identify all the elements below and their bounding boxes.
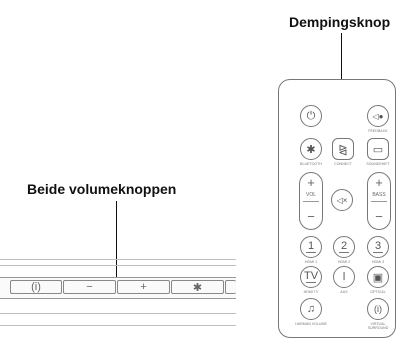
speaker-feedback-icon: ◁● bbox=[372, 111, 384, 121]
connect-caption: CONNECT bbox=[334, 162, 352, 166]
bluetooth-button[interactable]: ✱ bbox=[300, 138, 322, 160]
soundbar-volume-down-button[interactable]: − bbox=[63, 280, 116, 294]
harman-volume-button[interactable]: ♫ bbox=[300, 298, 322, 320]
soundshift-caption: SOUNDSHIFT bbox=[366, 162, 390, 166]
aux-icon: ǀ bbox=[342, 271, 346, 283]
feedback-caption: FEEDBACK bbox=[368, 129, 388, 133]
hdmi3-number: 3 bbox=[374, 240, 382, 252]
soundbar-surround-button[interactable]: (i) bbox=[10, 280, 62, 294]
soundbar-top-edge bbox=[0, 259, 236, 260]
power-icon: ⏻ bbox=[306, 109, 316, 122]
mute-button-callout-label: Dempingsknop bbox=[289, 14, 391, 30]
bass-label: BASS bbox=[372, 192, 386, 198]
soundbar-next-button[interactable] bbox=[225, 280, 236, 294]
mute-speaker-icon: ◁× bbox=[336, 195, 348, 205]
connect-icon: ⧎ bbox=[338, 143, 348, 156]
bass-rocker[interactable]: + BASS − bbox=[367, 172, 391, 230]
hdmi2-number: 2 bbox=[340, 240, 348, 252]
tv-caption: HDMI TV bbox=[303, 290, 319, 294]
optical-button[interactable]: ▣ bbox=[367, 266, 389, 288]
plus-icon: + bbox=[140, 281, 147, 293]
soundbar-volume-up-button[interactable]: + bbox=[117, 280, 170, 294]
bluetooth-caption: BLUETOOTH bbox=[300, 162, 322, 166]
bass-down-icon: − bbox=[375, 209, 383, 224]
hdmi3-caption: HDMI 3 bbox=[371, 260, 385, 264]
bass-up-icon: + bbox=[375, 175, 383, 190]
volume-callout-leader-line bbox=[116, 201, 118, 280]
aux-button[interactable]: ǀ bbox=[333, 266, 355, 288]
surround-icon: (i) bbox=[374, 304, 382, 314]
hdmi3-button[interactable]: 3 bbox=[367, 236, 389, 258]
mute-button[interactable]: ◁× bbox=[331, 189, 353, 211]
tv-label: TV bbox=[303, 270, 319, 282]
volume-rocker[interactable]: + VOL − bbox=[299, 172, 323, 230]
minus-icon: − bbox=[86, 281, 93, 293]
hdmi2-button[interactable]: 2 bbox=[333, 236, 355, 258]
soundshift-button[interactable]: ▭ bbox=[367, 138, 389, 160]
soundshift-icon: ▭ bbox=[372, 143, 384, 156]
optical-icon: ▣ bbox=[372, 271, 384, 284]
feedback-button[interactable]: ◁● bbox=[367, 105, 389, 127]
bluetooth-icon: ✱ bbox=[192, 281, 203, 294]
optical-caption: OPTICAL bbox=[370, 290, 386, 294]
bluetooth-icon: ✱ bbox=[306, 143, 316, 156]
virtual-surround-button[interactable]: (i) bbox=[367, 298, 389, 320]
virtual-surround-caption: VIRTUAL SURROUND bbox=[367, 322, 389, 330]
music-note-icon: ♫ bbox=[306, 303, 316, 315]
remote-control: ⏻ ◁● FEEDBACK ✱ BLUETOOTH ⧎ CONNECT ▭ SO… bbox=[278, 79, 396, 338]
power-button[interactable]: ⏻ bbox=[300, 105, 322, 127]
hdmi2-caption: HDMI 2 bbox=[337, 260, 351, 264]
surround-icon: (i) bbox=[31, 281, 41, 293]
soundbar-upper-edge bbox=[0, 265, 236, 266]
hdmi1-caption: HDMI 1 bbox=[304, 260, 318, 264]
volume-down-icon: − bbox=[307, 209, 315, 224]
aux-caption: AUX bbox=[340, 290, 348, 294]
soundbar-bluetooth-button[interactable]: ✱ bbox=[171, 280, 224, 294]
harman-volume-caption: HARMAN VOLUME bbox=[295, 322, 327, 326]
hdmi1-number: 1 bbox=[307, 240, 315, 252]
soundbar-bottom-edge bbox=[0, 325, 236, 326]
volume-label: VOL bbox=[305, 192, 316, 198]
volume-buttons-callout-label: Beide volumeknoppen bbox=[27, 181, 177, 197]
connect-button[interactable]: ⧎ bbox=[332, 138, 354, 160]
soundbar-lower-edge bbox=[0, 313, 236, 314]
bass-divider bbox=[371, 201, 387, 202]
hdmi1-button[interactable]: 1 bbox=[300, 236, 322, 258]
volume-up-icon: + bbox=[307, 175, 315, 190]
volume-divider bbox=[303, 201, 319, 202]
tv-button[interactable]: TV bbox=[300, 266, 322, 288]
